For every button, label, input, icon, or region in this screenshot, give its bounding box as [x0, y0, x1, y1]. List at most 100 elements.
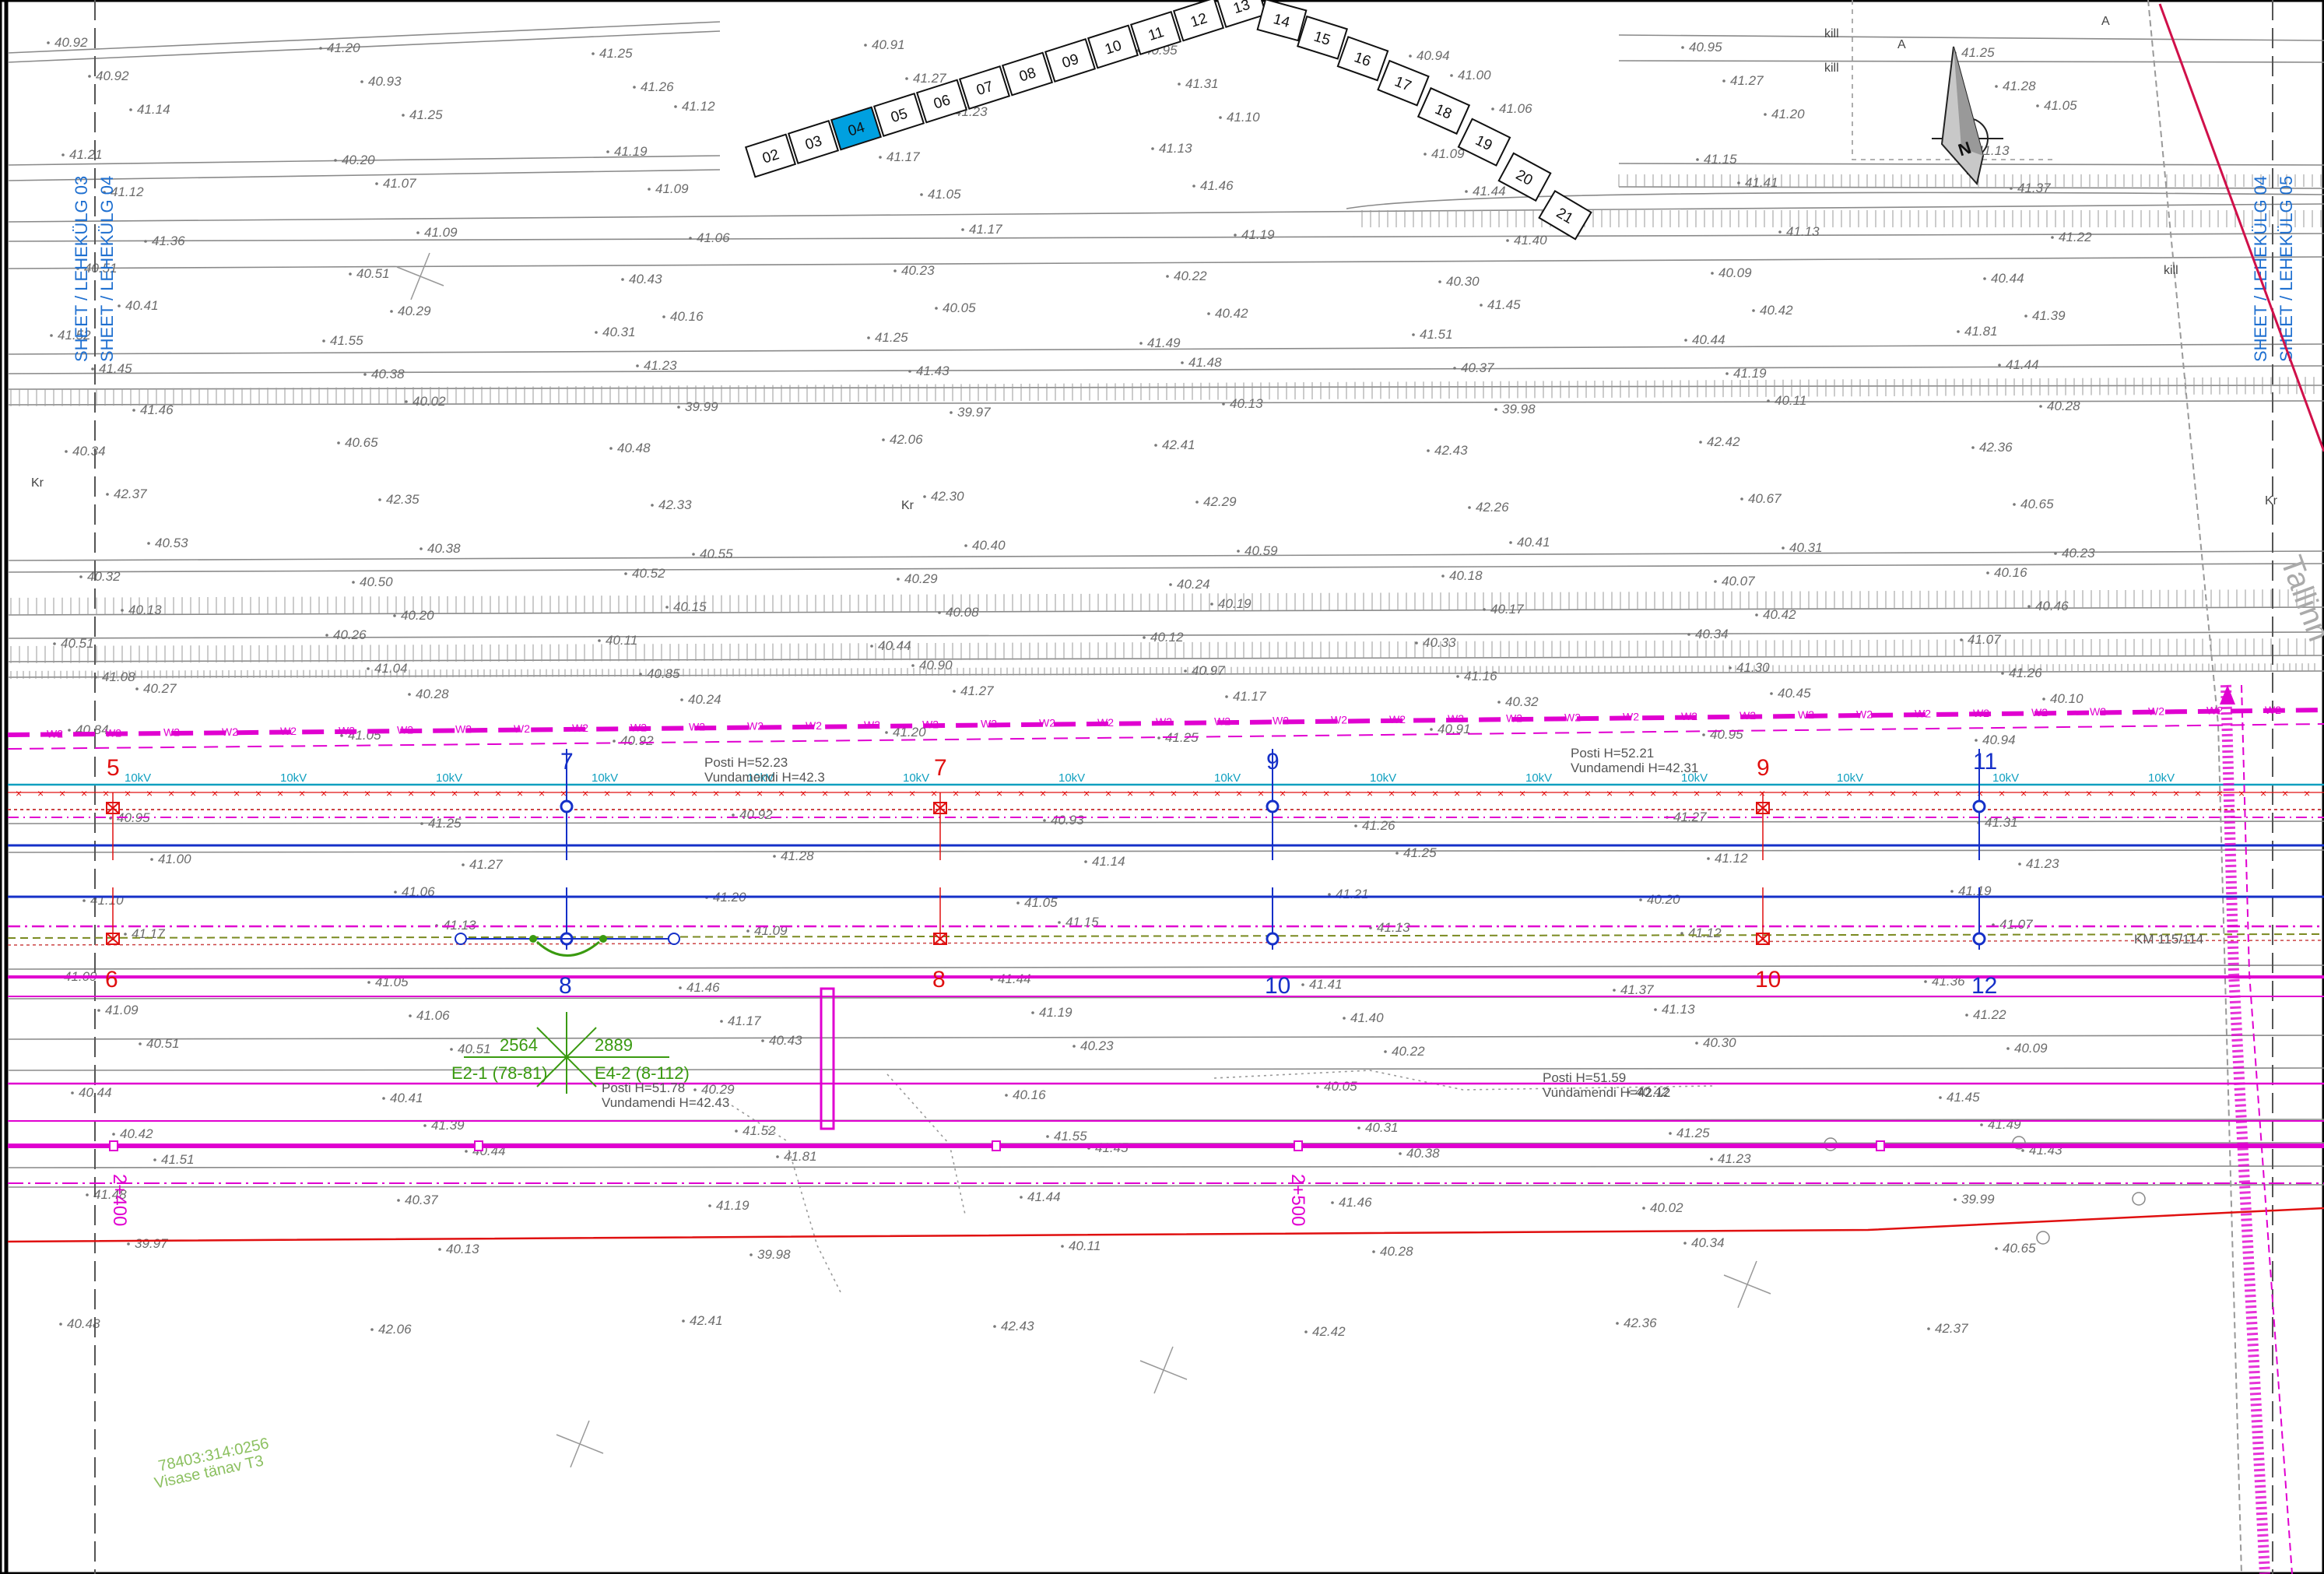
elevation-label: 40.94: [1982, 733, 2016, 747]
spot-height-dot: [879, 156, 882, 159]
spot-height-dot: [405, 400, 408, 403]
elevation-label: 42.42: [1312, 1324, 1346, 1339]
elevation-label: 40.42: [1760, 303, 1793, 318]
contour-line: [7, 563, 2324, 573]
spot-height-dot: [1983, 277, 1986, 280]
contour-line: [7, 365, 2324, 374]
spot-height-dot: [59, 1323, 62, 1326]
spot-height-dot: [624, 572, 627, 575]
elevation-label: 40.29: [904, 571, 938, 586]
x-mark: ×: [299, 787, 305, 799]
elevation-label: 42.41: [1162, 437, 1195, 452]
x-mark: ×: [190, 787, 196, 799]
water-label: W2: [1506, 711, 1522, 724]
contour-line: [7, 550, 2324, 561]
elevation-label: 40.32: [1505, 694, 1539, 709]
spot-height-dot: [1043, 819, 1046, 822]
elevation-label: 40.32: [87, 569, 121, 584]
elevation-label: 40.51: [458, 1042, 491, 1056]
spot-height-dot: [680, 698, 683, 701]
x-mark: ×: [1040, 787, 1046, 799]
elevation-label: 41.19: [1733, 366, 1767, 381]
key-plan-sheet-12: 12: [1172, 0, 1225, 42]
elevation-label: 41.19: [1958, 884, 1992, 898]
key-plan-cell: [1457, 118, 1511, 167]
elevation-label: 40.02: [412, 394, 446, 409]
pole-x: [933, 933, 947, 945]
contour-line: [7, 1184, 2324, 1188]
x-mark: ×: [451, 787, 458, 799]
x-mark: ×: [669, 787, 676, 799]
elevation-label: 41.08: [102, 669, 135, 684]
elevation-label: 42.26: [1476, 500, 1509, 515]
pole-number-blue-bottom: 10: [1265, 973, 1290, 999]
x-mark: ×: [1955, 787, 1961, 799]
elevation-label: 41.25: [1403, 845, 1437, 860]
elevation-label: 40.92: [54, 35, 88, 50]
lighting-node: [668, 933, 680, 945]
water-label: W2: [1214, 715, 1230, 727]
elevation-label: 41.17: [1233, 689, 1266, 704]
spot-height-dot: [1995, 1247, 1998, 1250]
elevation-label: 42.30: [931, 489, 964, 504]
spot-height-dot: [408, 693, 411, 696]
spot-height-dot: [375, 182, 378, 185]
x-mark: ×: [2151, 787, 2157, 799]
x-mark: ×: [1781, 787, 1787, 799]
x-mark: ×: [865, 787, 872, 799]
elevation-label: 40.09: [2014, 1041, 2048, 1056]
note-posti-2: Posti H=52.21: [1571, 746, 1654, 761]
key-plan-cell: [1215, 0, 1268, 28]
elevation-label: 41.17: [969, 222, 1002, 237]
spot-height-dot: [1770, 692, 1773, 695]
elevation-label: 40.23: [901, 263, 935, 278]
spot-height-dot: [651, 504, 654, 507]
elevation-label: 41.19: [716, 1198, 750, 1213]
elevation-label: 40.05: [943, 300, 976, 315]
x-mark: ×: [1585, 787, 1591, 799]
pole-number-red-top: 9: [1757, 755, 1770, 781]
spot-height-dot: [621, 278, 624, 281]
spot-height-dot: [1453, 367, 1456, 370]
cable-10kv-label: 10kV: [125, 771, 151, 785]
key-plan-cell: [1538, 189, 1592, 241]
spot-height-dot: [679, 986, 682, 989]
x-mark: ×: [16, 787, 22, 799]
crossing-line: [2241, 684, 2293, 1574]
contour-line: [7, 21, 721, 54]
contour-line: [7, 655, 2324, 662]
elevation-label: 41.37: [1620, 982, 1654, 997]
x-mark: ×: [844, 787, 850, 799]
cable-junction: 2564 2889 E2-1 (78-81) E4-2 (8-112): [451, 1012, 690, 1094]
x-mark: ×: [2064, 787, 2070, 799]
spot-height-dot: [1343, 1017, 1346, 1020]
spot-height-dot: [1424, 153, 1427, 156]
elevation-label: 42.37: [114, 487, 147, 501]
spot-height-dot: [1328, 893, 1331, 896]
sheet-ref-left-a: SHEET / LEHEKÜLG 03: [72, 176, 91, 362]
x-mark: ×: [691, 787, 697, 799]
pole-number-blue-bottom: 8: [559, 973, 572, 999]
elevation-label: 40.93: [368, 74, 402, 89]
spot-height-dot: [776, 1155, 779, 1158]
spot-height-dot: [1181, 361, 1184, 364]
lighting-node: [455, 933, 467, 945]
spot-height-dot: [636, 364, 639, 367]
elevation-label: 41.05: [928, 187, 961, 202]
spot-height-dot: [2018, 863, 2021, 866]
water-label: W2: [806, 719, 822, 732]
spot-height-dot: [1707, 857, 1710, 860]
spot-height-dot: [91, 367, 94, 371]
survey-cross: [1737, 1260, 1757, 1309]
water-label: W2: [1739, 709, 1756, 722]
x-mark: ×: [1563, 787, 1569, 799]
elevation-label: 41.45: [1947, 1090, 1980, 1105]
spot-height-dot: [648, 188, 651, 191]
spot-height-dot: [1192, 184, 1195, 188]
pole-symbol: [1266, 799, 1280, 813]
elevation-label: 41.07: [1968, 632, 2001, 647]
north-arrow-shade: [1954, 47, 1983, 156]
elevation-label: 42.06: [378, 1322, 412, 1337]
water-label: W2: [1681, 710, 1697, 722]
spot-height-dot: [2021, 1149, 2024, 1152]
